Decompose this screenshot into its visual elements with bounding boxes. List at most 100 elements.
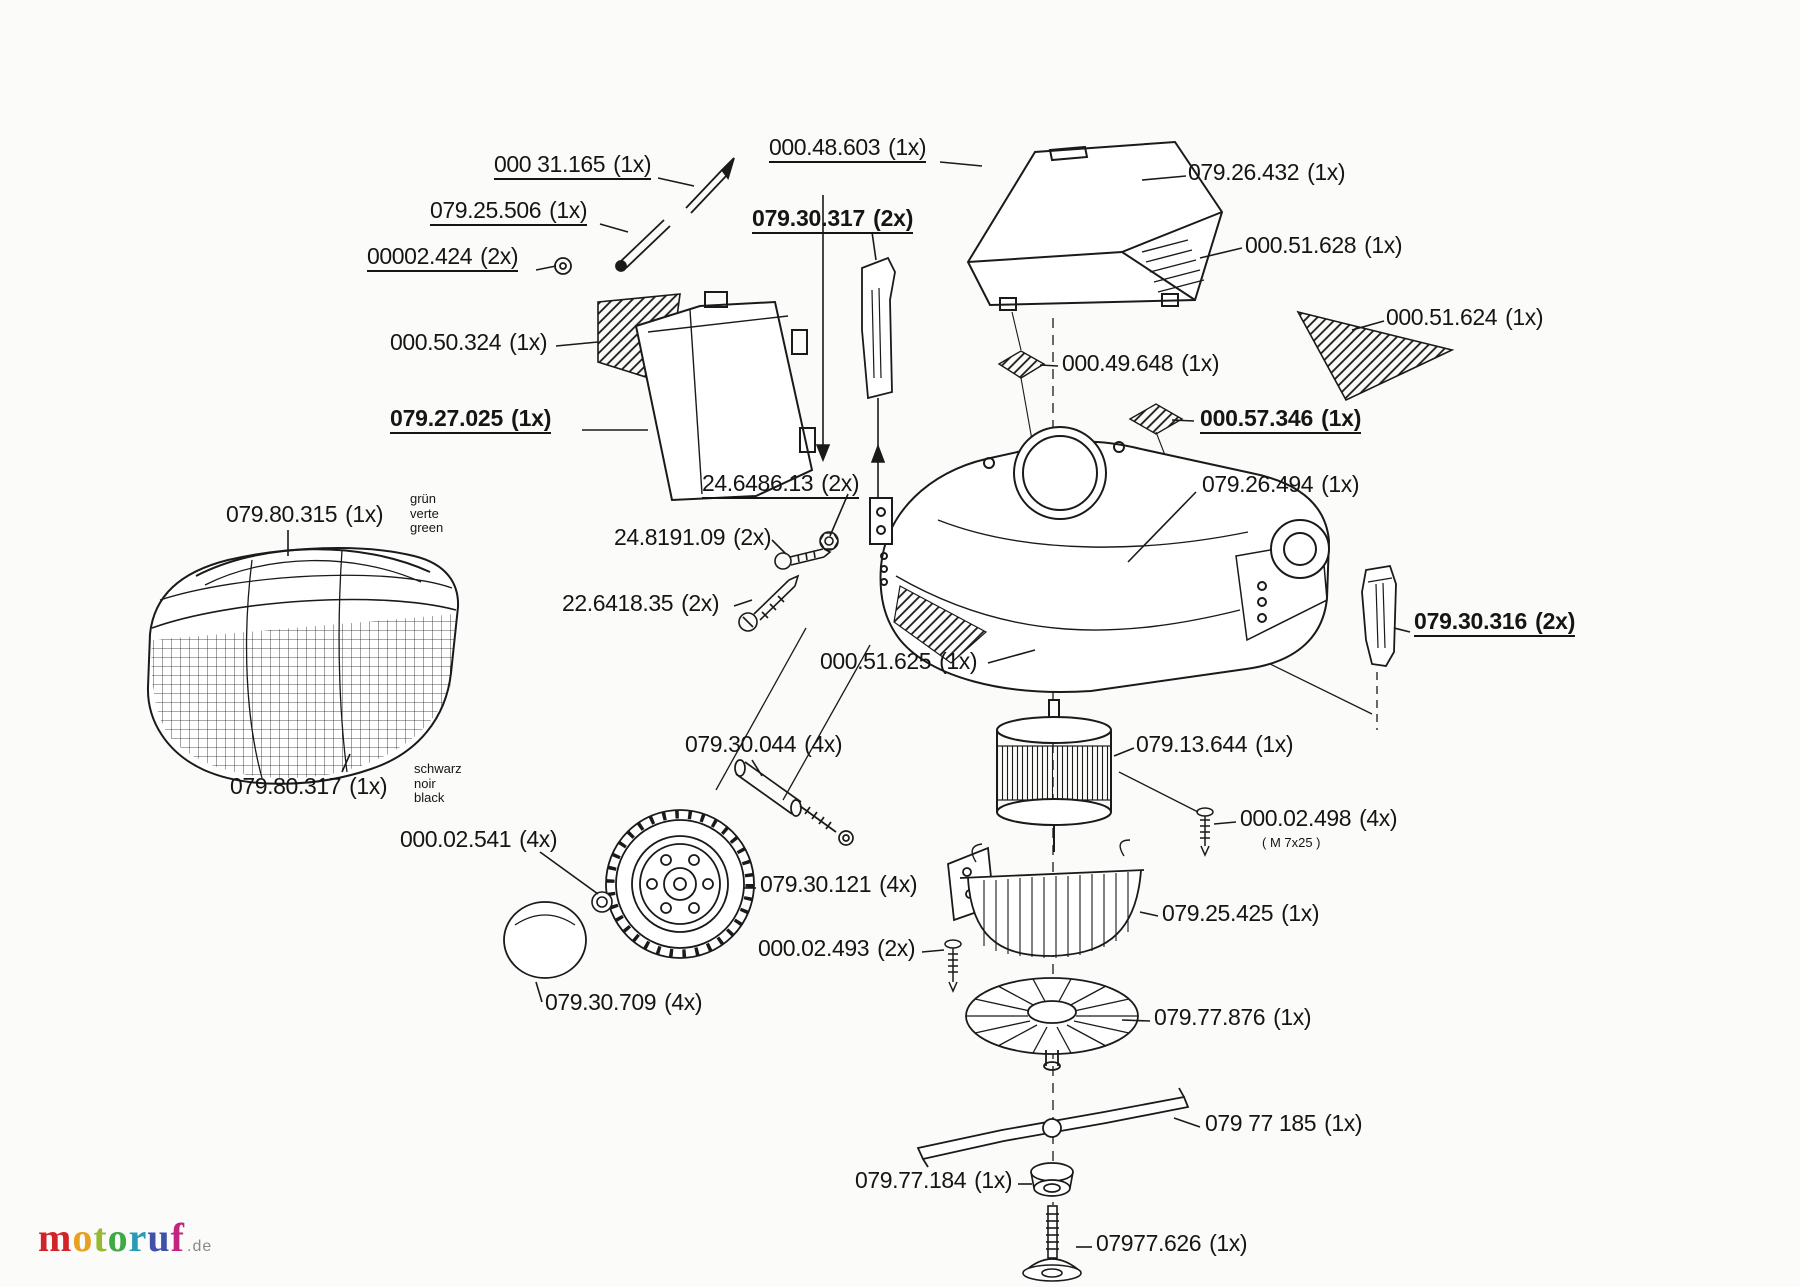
motoruf-watermark: motoruf.de <box>38 1218 212 1258</box>
logo-letter: t <box>93 1215 108 1260</box>
part-quantity: (4x) <box>879 871 918 897</box>
wheel <box>605 809 755 959</box>
logo-letter: r <box>128 1215 148 1260</box>
part-quantity: (1x) <box>509 329 548 355</box>
part-label-079-30-709: 079.30.709 (4x) <box>545 989 703 1015</box>
handle-bracket <box>861 256 896 400</box>
part-label-079-26-432: 079.26.432 (1x) <box>1188 159 1346 185</box>
part-label-000-02-493: 000.02.493(2x) <box>758 935 916 961</box>
part-quantity: (4x) <box>1359 805 1398 831</box>
cutter-blade <box>916 1087 1190 1168</box>
part-label-000-51-624: 000.51.624(1x) <box>1386 304 1544 330</box>
part-number: 22.6418.35 <box>562 590 674 616</box>
part-number: 079.30.044 <box>685 731 797 757</box>
part-quantity: (1x) <box>1181 350 1220 376</box>
part-quantity: (2x) <box>681 590 720 616</box>
part-number: 00002.424 <box>367 243 473 269</box>
part-label-079-25-506: 079.25.506(1x) <box>430 197 588 227</box>
part-quantity: (1x) <box>1321 405 1362 431</box>
part-number: 079.26.432 <box>1188 159 1300 185</box>
part-quantity: (1x) <box>613 151 652 177</box>
logo-letter: o <box>107 1215 129 1260</box>
part-quantity: (1x) <box>888 134 927 160</box>
wheel-nut <box>591 891 613 913</box>
part-quantity: (1x) <box>1209 1230 1248 1256</box>
part-quantity: (1x) <box>1324 1110 1363 1136</box>
part-quantity: (2x) <box>877 935 916 961</box>
handle-latch-rods <box>554 157 735 275</box>
part-label-079-30-044: 079.30.044 (4x) <box>685 731 843 757</box>
engine-cover <box>966 140 1224 311</box>
part-label-000-57-346: 000.57.346(1x) <box>1200 405 1362 435</box>
motor-mount-housing <box>947 839 1145 958</box>
part-number: 079 77 185 <box>1205 1110 1317 1136</box>
part-label-000-48-603: 000.48.603(1x) <box>769 134 927 164</box>
part-number: 000.51.628 <box>1245 232 1357 258</box>
part-label-000-51-625: 000.51.625 (1x) <box>820 648 978 674</box>
part-number: 079.77.876 <box>1154 1004 1266 1030</box>
part-label-22-6418-35: 22.6418.35 (2x) <box>562 590 720 616</box>
part-quantity: (1x) <box>1364 232 1403 258</box>
part-label-079-27-025: 079.27.025(1x) <box>390 405 551 435</box>
logo-letter: f <box>170 1215 185 1260</box>
part-quantity: (2x) <box>733 524 772 550</box>
part-quantity: (1x) <box>1281 900 1320 926</box>
part-label-24-8191-09: 24.8191.09 (2x) <box>614 524 772 550</box>
part-quantity: (1x) <box>939 648 978 674</box>
part-label-000-51-628: 000.51.628 (1x) <box>1245 232 1403 258</box>
part-label-00002-424: 00002.424 (2x) <box>367 243 519 273</box>
handle-tube <box>815 195 886 500</box>
part-number: 000 31.165 <box>494 151 606 177</box>
blade-holder <box>1030 1162 1074 1197</box>
hub-cap <box>503 901 587 979</box>
part-number: 000.51.625 <box>820 648 932 674</box>
part-number: 000.50.324 <box>390 329 502 355</box>
part-number: 000.51.624 <box>1386 304 1498 330</box>
gasket-diamonds <box>997 350 1184 435</box>
part-label-079-25-425: 079.25.425(1x) <box>1162 900 1320 926</box>
logo-letter: o <box>72 1215 94 1260</box>
part-number: 079.77.184 <box>855 1167 967 1193</box>
part-label-000-31-165: 000 31.165 (1x) <box>494 151 652 181</box>
note-color-note-black: schwarz noir black <box>414 761 462 806</box>
part-quantity: (4x) <box>804 731 843 757</box>
note-color-note-green: grün verte green <box>410 491 444 536</box>
note-screw-size-note: ( M 7x25 ) <box>1262 835 1321 850</box>
part-number: 079.13.644 <box>1136 731 1248 757</box>
part-number: 079.26.494 <box>1202 471 1314 497</box>
part-label-000-49-648: 000.49.648 (1x) <box>1062 350 1220 376</box>
deflector-plate <box>634 291 816 502</box>
part-label-079-30-316: 079.30.316(2x) <box>1414 608 1575 638</box>
part-quantity: (4x) <box>664 989 703 1015</box>
part-number: 079.30.709 <box>545 989 657 1015</box>
part-label-24-6486-13: 24.6486.13(2x) <box>702 470 860 500</box>
part-number: 000.49.648 <box>1062 350 1174 376</box>
part-quantity: (1x) <box>1307 159 1346 185</box>
part-label-079-30-317: 079.30.317(2x) <box>752 205 914 235</box>
part-quantity: (2x) <box>873 205 914 231</box>
part-number: 07977.626 <box>1096 1230 1202 1256</box>
part-label-079-80-315: 079.80.315(1x) <box>226 501 384 527</box>
part-label-079-77-185: 079 77 185 (1x) <box>1205 1110 1363 1136</box>
part-number: 079.30.316 <box>1414 608 1528 634</box>
part-label-079-80-317: 079.80.317(1x) <box>230 773 388 799</box>
logo-letter: u <box>147 1215 171 1260</box>
part-number: 000.02.541 <box>400 826 512 852</box>
part-number: 000.02.498 <box>1240 805 1352 831</box>
part-quantity: (4x) <box>519 826 558 852</box>
part-quantity: (2x) <box>480 243 519 269</box>
cable-clip <box>1361 564 1397 667</box>
part-number: 24.8191.09 <box>614 524 726 550</box>
part-label-079-26-494: 079.26.494(1x) <box>1202 471 1360 497</box>
part-quantity: (1x) <box>1255 731 1294 757</box>
part-label-07977-626: 07977.626 (1x) <box>1096 1230 1248 1256</box>
part-number: 079.27.025 <box>390 405 504 431</box>
part-number: 079.80.317 <box>230 773 342 799</box>
part-quantity: (2x) <box>821 470 860 496</box>
part-number: 079.25.506 <box>430 197 542 223</box>
part-label-079-77-876: 079.77.876(1x) <box>1154 1004 1312 1030</box>
motoruf-logo-text: motoruf <box>38 1215 185 1260</box>
